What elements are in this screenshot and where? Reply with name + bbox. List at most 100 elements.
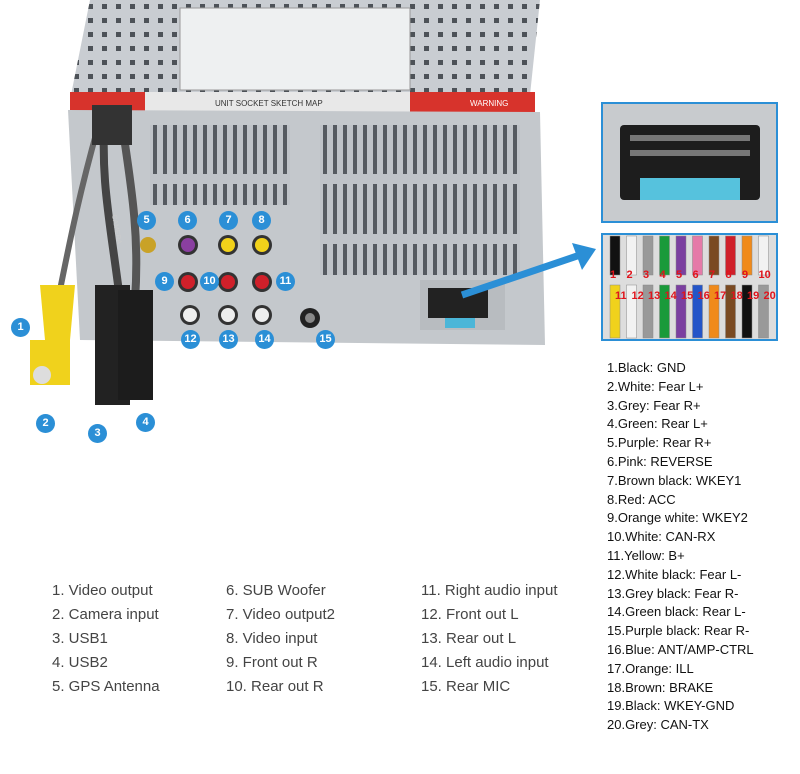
legend-item: 3. USB1 (52, 630, 108, 647)
wire-number-19: 19 (747, 290, 760, 302)
wire (725, 284, 736, 339)
wire-number-7: 7 (709, 269, 716, 281)
legend-item: 5. GPS Antenna (52, 678, 160, 695)
wire (642, 284, 654, 339)
legend-column-1: 1. Video output 2. Camera input 3. USB1 … (52, 579, 160, 699)
wire (659, 235, 670, 276)
badge-8: 8 (252, 211, 271, 230)
cables: CAMERA (30, 105, 153, 405)
wire (725, 235, 736, 276)
unit-top-panel: WARNING UNIT SOCKET SKETCH MAP (70, 0, 540, 112)
legend-item: 6. SUB Woofer (226, 582, 326, 599)
legend-item: 2. Camera input (52, 606, 159, 623)
wire-list-item: 4.Green: Rear L+ (607, 416, 708, 432)
wire-list-item: 7.Brown black: WKEY1 (607, 472, 742, 488)
wire-list-item: 1.Black: GND (607, 360, 686, 375)
wire (708, 235, 720, 276)
wire-list-item: 15.Purple black: Rear R- (607, 623, 750, 639)
wire-list-item: 9.Orange white: WKEY2 (607, 510, 748, 526)
wire (758, 284, 769, 339)
wire (708, 284, 720, 339)
wire-number-14: 14 (664, 290, 677, 302)
wire (692, 284, 703, 339)
badge-12: 12 (181, 330, 200, 349)
wire (741, 235, 753, 276)
wire (692, 235, 703, 276)
legend-column-3: 11. Right audio input 12. Front out L 13… (421, 579, 558, 699)
wire (609, 284, 621, 339)
wire-number-8: 8 (725, 269, 732, 281)
badge-10: 10 (200, 272, 219, 291)
warning-label: WARNING (470, 99, 508, 108)
badge-11: 11 (276, 272, 295, 291)
badge-3: 3 (88, 424, 107, 443)
legend-item: 1. Video output (52, 582, 153, 599)
wire-number-16: 16 (697, 290, 710, 302)
wire-number-11: 11 (615, 290, 627, 302)
rca-jacks (140, 235, 320, 328)
wire-number-4: 4 (659, 269, 666, 281)
wire-list-item: 8.Red: ACC (607, 491, 676, 507)
wire-list-item: 19.Black: WKEY-GND (607, 698, 735, 714)
wire-color-list: 1.Black: GND 2.White: Fear L+ 3.Grey: Fear… (607, 359, 754, 735)
legend-item: 11. Right audio input (421, 582, 558, 599)
legend-item: 10. Rear out R (226, 678, 324, 695)
legend-item: 4. USB2 (52, 654, 108, 671)
wire-number-13: 13 (648, 290, 661, 302)
connector-closeup-photo (601, 102, 778, 223)
wire-list-item: 11.Yellow: B+ (607, 547, 685, 563)
wire-number-3: 3 (643, 269, 650, 281)
wire (626, 284, 637, 339)
wire-closeup-photo (601, 233, 778, 341)
wire-list-item: 17.Orange: ILL (607, 660, 694, 676)
wire-number-12: 12 (631, 290, 644, 302)
wire-number-18: 18 (730, 290, 743, 302)
wire (626, 235, 637, 276)
legend-item: 14. Left audio input (421, 654, 549, 671)
wire-number-2: 2 (626, 269, 633, 281)
badge-6: 6 (178, 211, 197, 230)
badge-14: 14 (255, 330, 274, 349)
wire-list-item: 14.Green black: Rear L- (607, 604, 746, 620)
wire-list-item: 2.White: Fear L+ (607, 378, 704, 394)
wire-list-item: 6.Pink: REVERSE (607, 453, 713, 469)
legend-item: 15. Rear MIC (421, 678, 511, 695)
wire (642, 235, 654, 276)
wire (675, 284, 687, 339)
wire-list-item: 13.Grey black: Fear R- (607, 585, 739, 601)
wire-number-10: 10 (758, 269, 771, 281)
wire-list-item: 20.Grey: CAN-TX (607, 717, 709, 733)
wire-number-6: 6 (692, 269, 699, 281)
wire-list-item: 5.Purple: Rear R+ (607, 435, 712, 451)
wire (609, 235, 621, 276)
badge-5: 5 (137, 211, 156, 230)
arrow-icon (460, 243, 596, 299)
legend-item: 7. Video output2 (226, 606, 335, 623)
sketch-map-label: UNIT SOCKET SKETCH MAP (215, 99, 323, 108)
badge-1: 1 (11, 318, 30, 337)
badge-7: 7 (219, 211, 238, 230)
legend-item: 13. Rear out L (421, 630, 517, 647)
wire-number-5: 5 (676, 269, 683, 281)
badge-15: 15 (316, 330, 335, 349)
legend-item: 12. Front out L (421, 606, 519, 623)
wire-list-item: 10.White: CAN-RX (607, 529, 716, 545)
wire-number-9: 9 (742, 269, 749, 281)
legend-item: 8. Video input (226, 630, 318, 647)
badge-2: 2 (36, 414, 55, 433)
wire-number-17: 17 (714, 290, 727, 302)
legend-item: 9. Front out R (226, 654, 318, 671)
wire-number-15: 15 (681, 290, 694, 302)
wire-list-item: 3.Grey: Fear R+ (607, 397, 701, 413)
wire (741, 284, 753, 339)
wire-list-item: 12.White black: Fear L- (607, 566, 742, 582)
wire-number-20: 20 (763, 290, 776, 302)
wire-number-1: 1 (610, 269, 617, 281)
wire (758, 235, 769, 276)
badge-9: 9 (155, 272, 174, 291)
badge-13: 13 (219, 330, 238, 349)
wire-list-item: 16.Blue: ANT/AMP-CTRL (607, 641, 754, 657)
legend-column-2: 6. SUB Woofer 7. Video output2 8. Video … (226, 579, 335, 699)
badge-4: 4 (136, 413, 155, 432)
